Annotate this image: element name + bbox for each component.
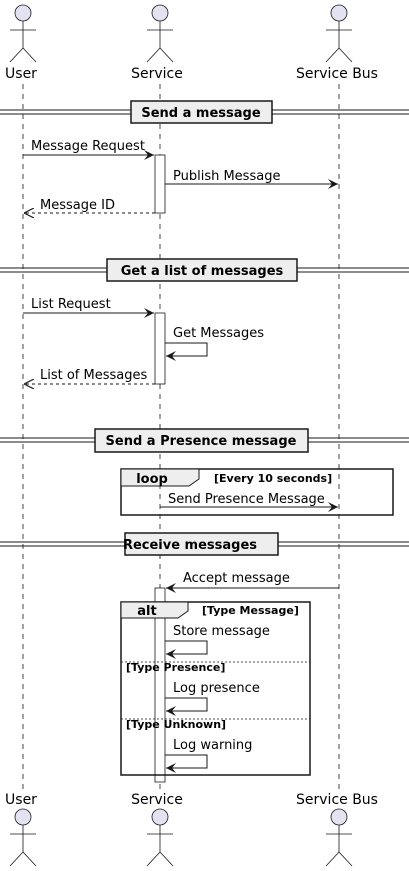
separator-list: Get a list of messages: [0, 258, 409, 282]
service-label-top: Service: [131, 66, 183, 82]
loop-label: loop: [136, 472, 168, 487]
user-label-top: User: [5, 66, 37, 82]
service-bus-actor-top: [325, 4, 353, 63]
log-presence-label: Log presence: [173, 681, 260, 696]
service-bus-actor-bottom: [325, 808, 353, 867]
publish-message-label: Publish Message: [173, 169, 280, 184]
user-label-bottom: User: [5, 792, 37, 808]
accept-message-label: Accept message: [183, 571, 290, 586]
service-activation-3: [154, 587, 166, 783]
message-request-label: Message Request: [31, 139, 145, 154]
separator-send-label: Send a message: [141, 106, 260, 121]
alt-guard-presence: [Type Presence]: [126, 661, 225, 674]
service-bus-label-top: Service Bus: [296, 66, 378, 82]
list-of-messages-label: List of Messages: [40, 368, 147, 383]
separator-presence-label: Send a Presence message: [106, 434, 297, 449]
get-messages-label: Get Messages: [173, 326, 264, 341]
service-label-bottom: Service: [131, 792, 183, 808]
separator-presence: Send a Presence message: [0, 428, 409, 453]
separator-send: Send a message: [0, 100, 409, 124]
get-messages-arrow: [165, 342, 208, 361]
service-activation-2: [154, 312, 166, 385]
store-message-arrow: [165, 640, 208, 659]
log-warning-arrow: [165, 754, 208, 773]
separator-receive-label: Receive messages: [123, 538, 257, 553]
service-actor-bottom: [146, 808, 174, 867]
list-request-label: List Request: [31, 297, 111, 312]
service-bus-label-bottom: Service Bus: [296, 792, 378, 808]
log-presence-arrow: [165, 697, 208, 716]
alt-fragment: alt [Type Message] [Type Presence] [Type…: [120, 601, 311, 776]
send-presence-label: Send Presence Message: [168, 492, 325, 507]
store-message-label: Store message: [173, 624, 270, 639]
user-actor-top: [9, 4, 37, 63]
separator-list-label: Get a list of messages: [121, 264, 284, 279]
service-actor-top: [146, 4, 174, 63]
alt-label: alt: [137, 604, 156, 619]
user-actor-bottom: [9, 808, 37, 867]
alt-guard-message: [Type Message]: [202, 604, 299, 617]
log-warning-label: Log warning: [173, 738, 252, 753]
alt-guard-unknown: [Type Unknown]: [126, 718, 226, 731]
message-id-label: Message ID: [40, 198, 115, 213]
separator-receive: Receive messages: [0, 532, 409, 556]
loop-guard: [Every 10 seconds]: [214, 472, 332, 485]
loop-fragment: loop [Every 10 seconds]: [120, 468, 394, 516]
service-activation-1: [154, 154, 166, 214]
